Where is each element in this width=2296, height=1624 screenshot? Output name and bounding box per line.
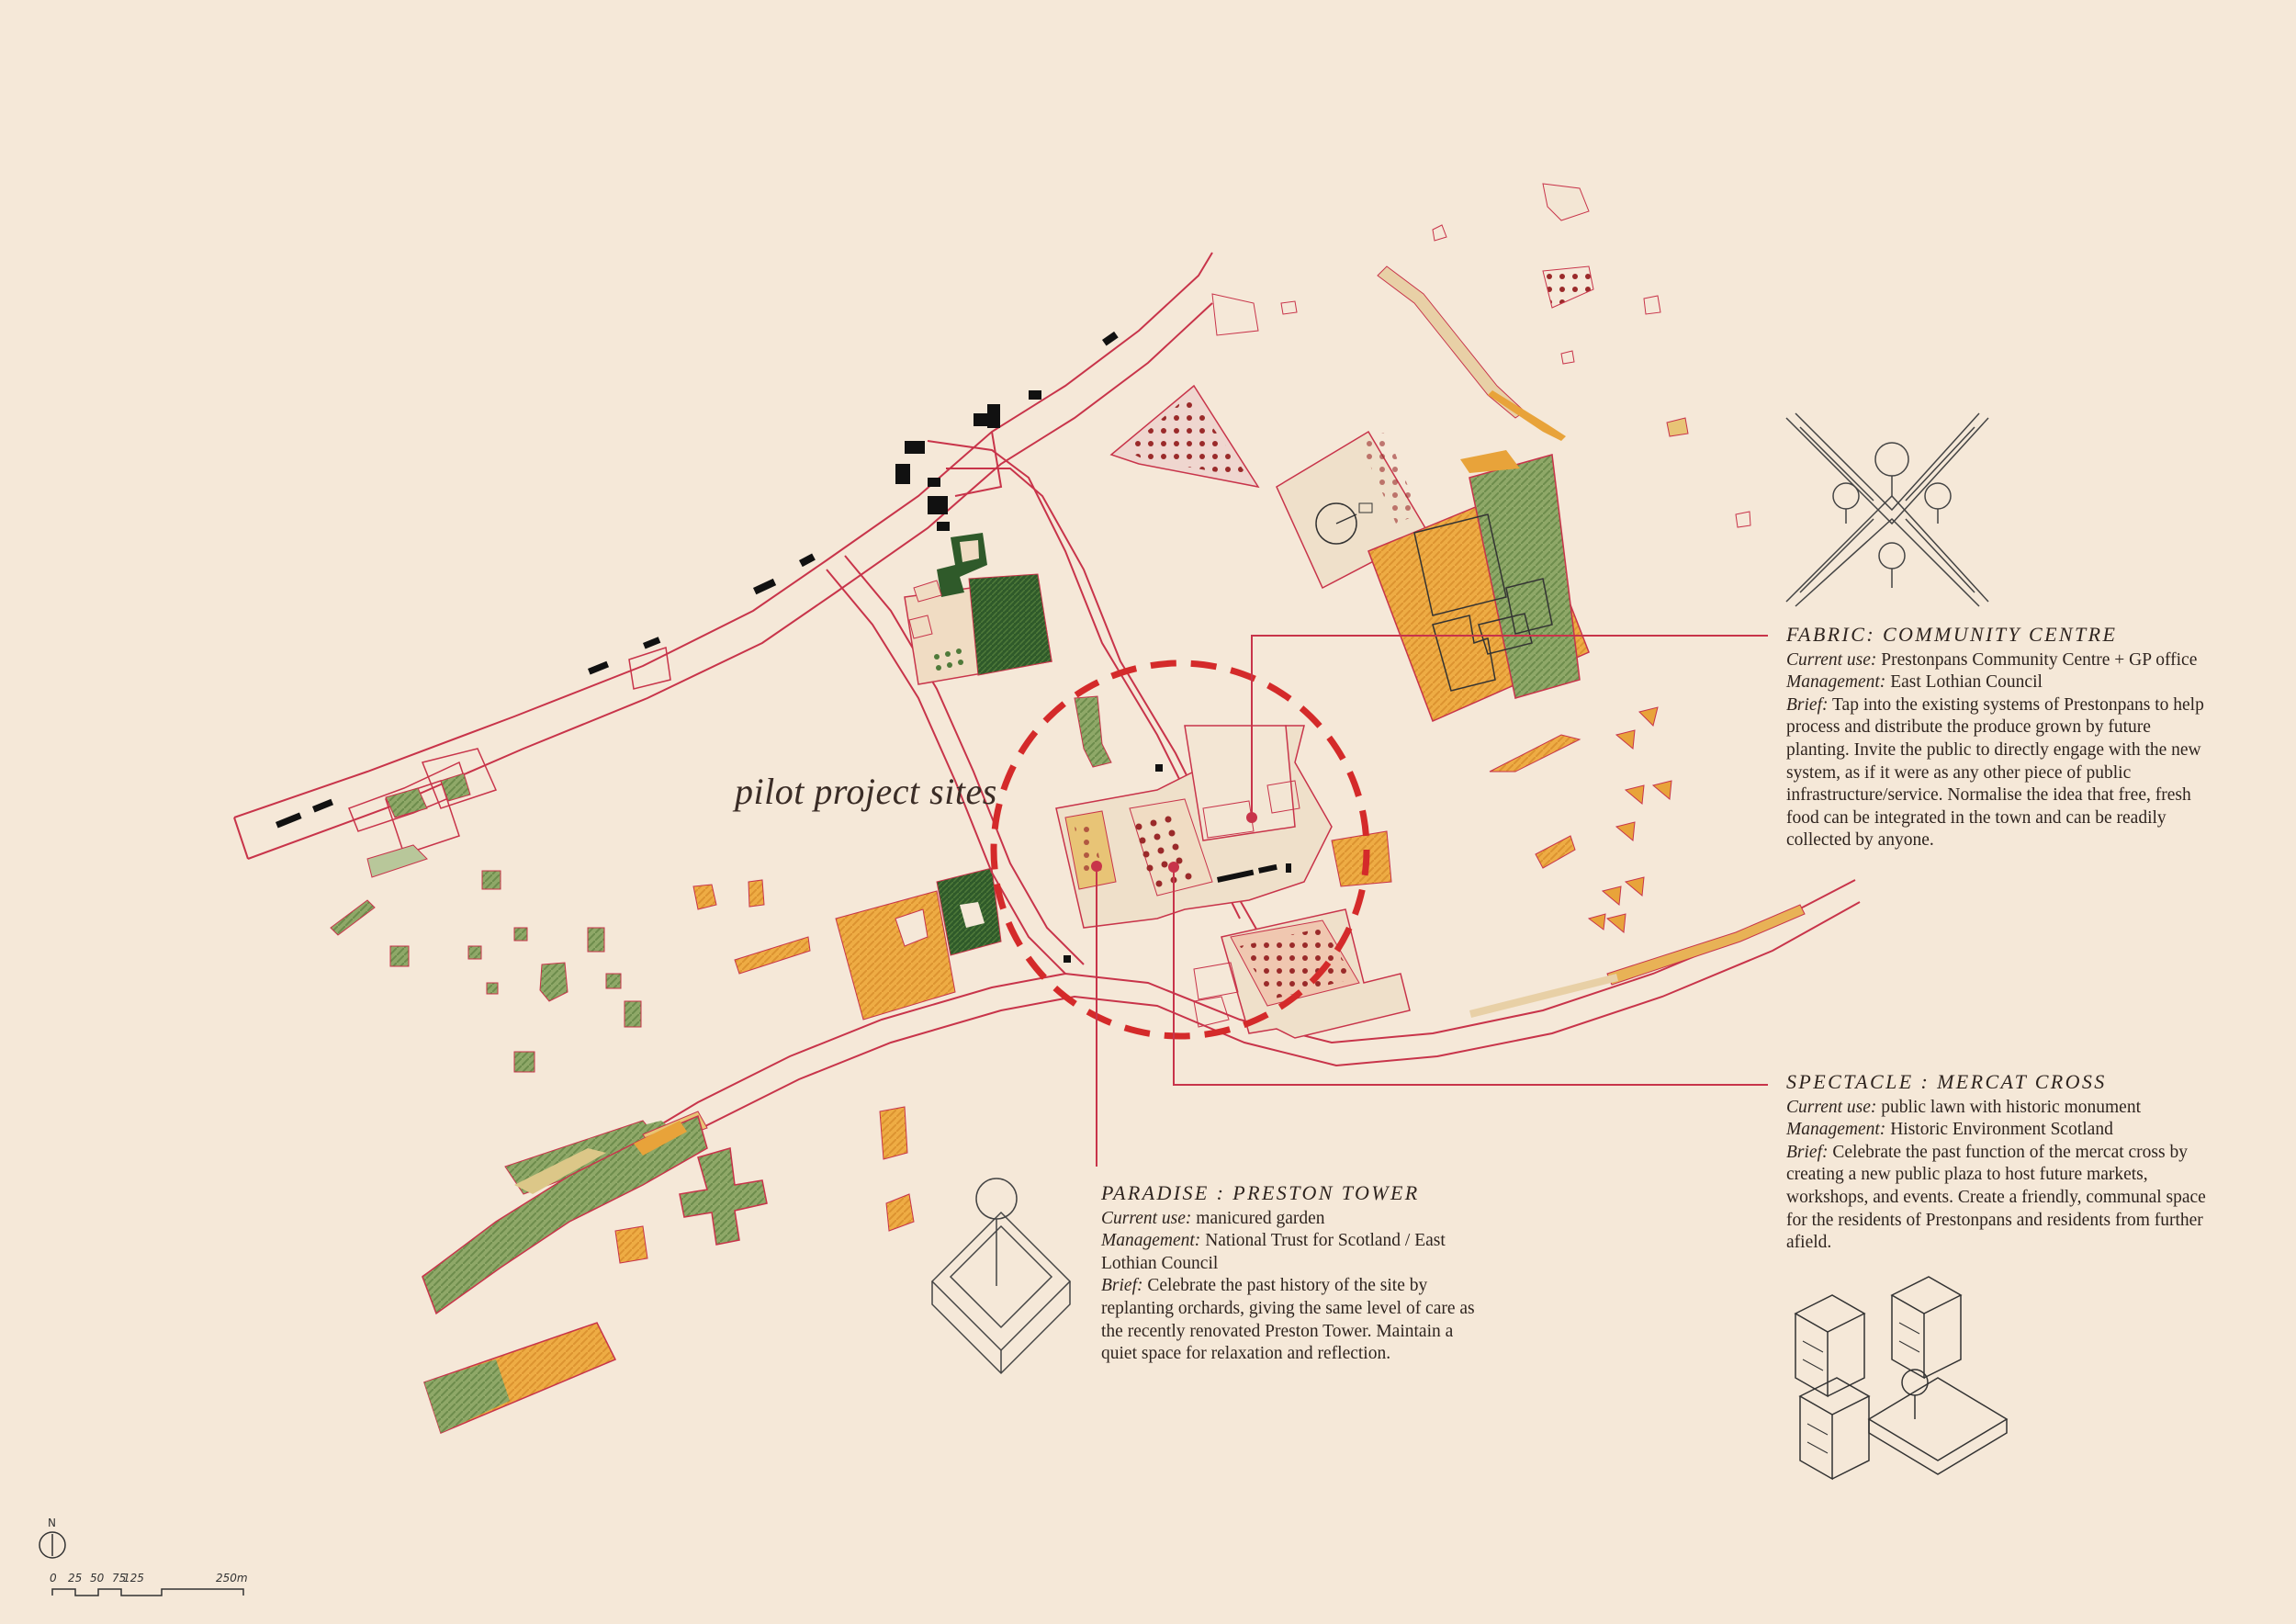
coastal-parcels <box>348 647 671 855</box>
scale-label-250m: 250m <box>216 1572 248 1585</box>
management-label: Management: <box>1786 1120 1886 1140</box>
paradise-brief: Brief: Celebrate the past history of the… <box>1101 1275 1487 1365</box>
east-orange-parcel <box>1331 830 1392 887</box>
scale-bar: 0 25 50 75 125 250m <box>50 1572 248 1596</box>
spectacle-current-use: Current use: public lawn with historic m… <box>1786 1097 2218 1120</box>
current-use-label: Current use: <box>1786 649 1877 670</box>
crossroads-icon <box>1785 412 1989 607</box>
fabric-site-marker <box>1246 812 1257 823</box>
paradise-management: Management: National Trust for Scotland … <box>1101 1230 1487 1275</box>
scale-label-0: 0 <box>50 1572 57 1585</box>
railway-corridor <box>422 1114 708 1315</box>
town-centre <box>1055 725 1333 963</box>
management-value: East Lothian Council <box>1885 672 2043 693</box>
paradise-site-panel: PARADISE : PRESTON TOWER Current use: ma… <box>1101 1181 1487 1366</box>
brief-value: Celebrate the past history of the site b… <box>1101 1276 1475 1364</box>
tower-garden-icon <box>930 1178 1072 1375</box>
paradise-site-marker <box>1091 861 1102 872</box>
green-oblong <box>1074 695 1112 768</box>
current-use-value: manicured garden <box>1191 1208 1325 1228</box>
spectacle-site-panel: SPECTACLE : MERCAT CROSS Current use: pu… <box>1786 1070 2218 1255</box>
north-arrow: N <box>39 1517 66 1559</box>
east-coastal-strip <box>1377 265 1566 441</box>
paradise-current-use: Current use: manicured garden <box>1101 1208 1487 1231</box>
current-use-value: public lawn with historic monument <box>1876 1097 2141 1117</box>
brief-label: Brief: <box>1786 1142 1829 1162</box>
fabric-heading: FABRIC: COMMUNITY CENTRE <box>1786 623 2118 646</box>
community-centre-site <box>1276 430 1590 723</box>
brief-value: Celebrate the past function of the merca… <box>1786 1142 2206 1253</box>
fabric-management: Management: East Lothian Council <box>1786 671 2218 694</box>
current-use-label: Current use: <box>1101 1208 1192 1228</box>
fabric-brief: Brief: Tap into the existing systems of … <box>1786 694 2218 852</box>
current-use-label: Current use: <box>1786 1097 1877 1117</box>
spectacle-management: Management: Historic Environment Scotlan… <box>1786 1119 2218 1142</box>
management-value: Historic Environment Scotland <box>1885 1120 2113 1140</box>
west-green-patches <box>330 773 642 1073</box>
spectacle-site-marker <box>1168 862 1179 873</box>
fabric-site-panel: FABRIC: COMMUNITY CENTRE Current use: Pr… <box>1786 623 2218 852</box>
southwest-long-field <box>423 1322 617 1435</box>
brief-value: Tap into the existing systems of Preston… <box>1786 694 2204 851</box>
north-label: N <box>48 1517 56 1529</box>
east-scattered-parcels <box>1211 183 1751 933</box>
management-value: National Trust for Scotland / East Lothi… <box>1101 1231 1446 1273</box>
walled-garden <box>904 496 1052 685</box>
brief-label: Brief: <box>1101 1276 1143 1296</box>
coastal-road <box>233 252 1213 860</box>
mercat-orchard <box>1193 908 1411 1039</box>
management-label: Management: <box>1101 1231 1201 1251</box>
paradise-heading: PARADISE : PRESTON TOWER <box>1101 1181 1420 1204</box>
spectacle-brief: Brief: Celebrate the past function of th… <box>1786 1142 2218 1255</box>
scale-label-25: 25 <box>68 1572 82 1585</box>
map-title: pilot project sites <box>735 771 997 812</box>
northeast-orchard <box>1109 384 1260 489</box>
buildings-plaza-icon <box>1794 1276 2009 1481</box>
scale-label-50: 50 <box>90 1572 105 1585</box>
cross-garden <box>679 1147 768 1246</box>
management-label: Management: <box>1786 672 1886 693</box>
brief-label: Brief: <box>1786 694 1829 715</box>
scale-label-125: 125 <box>123 1572 144 1585</box>
scale-label-75: 75 <box>112 1572 126 1585</box>
pilot-sites-circle <box>990 660 1370 1040</box>
southwest-fields <box>614 867 1002 1264</box>
fabric-current-use: Current use: Prestonpans Community Centr… <box>1786 649 2218 672</box>
spectacle-heading: SPECTACLE : MERCAT CROSS <box>1786 1070 2107 1093</box>
site-markers <box>1091 812 1257 873</box>
leader-lines <box>1096 635 1768 1167</box>
coastal-buildings <box>276 331 1119 829</box>
current-use-value: Prestonpans Community Centre + GP office <box>1876 649 2198 670</box>
